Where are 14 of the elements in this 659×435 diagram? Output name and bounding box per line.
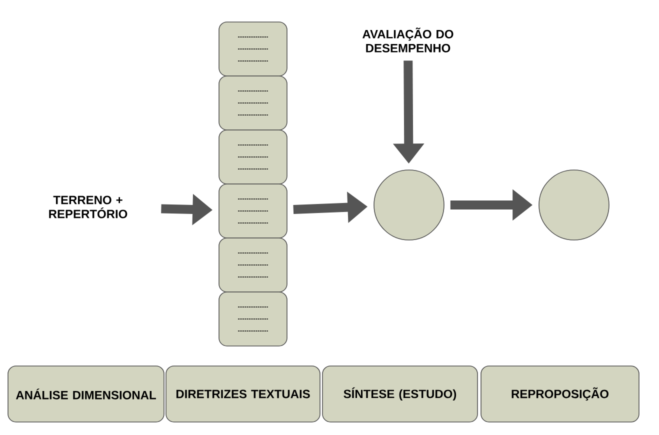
- stage-box: SÍNTESE (ESTUDO): [322, 366, 478, 422]
- stage-box: DIRETRIZES TEXTUAIS: [166, 366, 320, 422]
- stage-box: ANÁLISE DIMENSIONAL: [8, 366, 164, 422]
- circle-node: [538, 170, 610, 240]
- label-text: AVALIAÇÃO DO DESEMPENHO: [362, 28, 454, 52]
- stage-box: REPROPOSIÇÃO: [480, 366, 640, 422]
- placeholder-box: [218, 184, 288, 238]
- placeholder-box: [218, 130, 288, 184]
- placeholder-box: [218, 238, 288, 292]
- placeholder-box: [218, 22, 288, 76]
- label-text: TERRENO + REPERTÓRIO: [49, 196, 128, 218]
- circle-node: [374, 170, 444, 240]
- placeholder-box: [218, 76, 288, 130]
- placeholder-box: [218, 292, 288, 346]
